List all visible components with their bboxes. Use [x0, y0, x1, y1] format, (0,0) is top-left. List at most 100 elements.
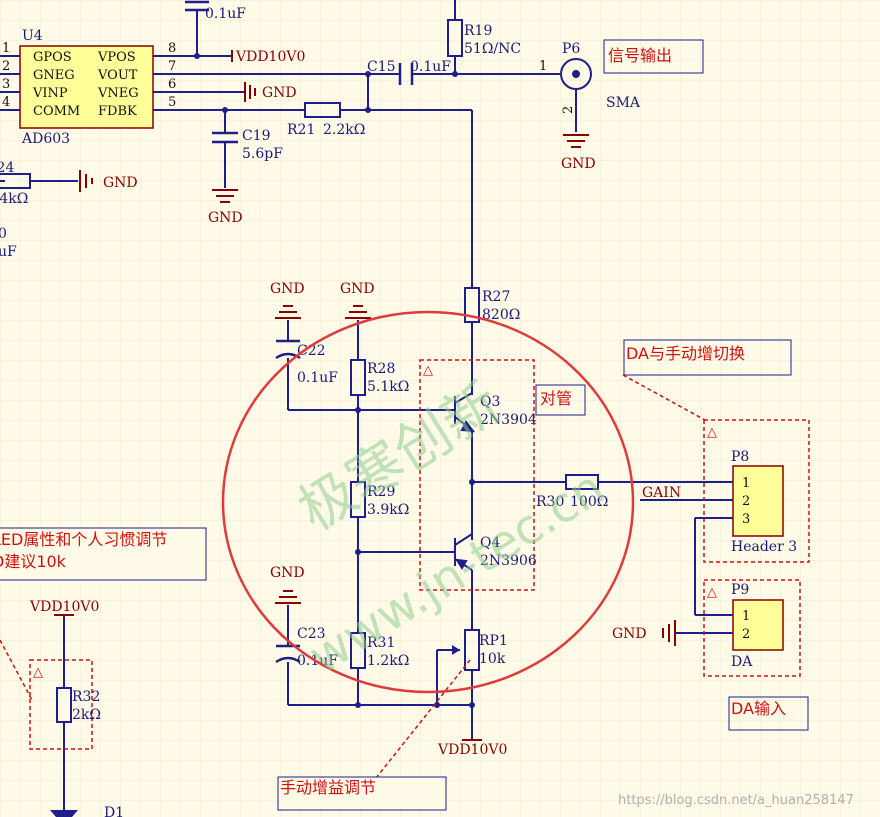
gnd-label-p6: GND	[561, 156, 596, 172]
q4-transistor[interactable]: Q4 2N3906	[454, 533, 537, 571]
r32-ref: R32	[72, 689, 100, 705]
q4-ref: Q4	[480, 535, 500, 551]
vdd-port-r32: VDD10V0	[29, 599, 99, 616]
u4-vout: VOUT	[97, 68, 138, 83]
r24-resistor[interactable]: R24 2.4kΩ	[0, 160, 31, 207]
p8-ref: P8	[731, 449, 749, 465]
r19-resistor[interactable]: R19 51Ω/NC	[447, 19, 521, 57]
note-led-line1: LED属性和个人习惯调节	[0, 530, 167, 549]
c22-ref: C22	[297, 343, 326, 359]
r28-resistor[interactable]: R28 5.1kΩ	[350, 359, 409, 396]
vdd-label-rp1: VDD10V0	[437, 742, 507, 758]
r32-value: 2kΩ	[72, 707, 101, 723]
note-signal-out: 信号输出	[603, 39, 704, 74]
c19-value: 5.6pF	[242, 146, 283, 162]
q3-part: 2N3904	[480, 412, 537, 428]
gnd-port-p6: GND	[561, 134, 596, 172]
r32-resistor[interactable]: △ R32 2kΩ	[29, 659, 101, 750]
top-capacitor[interactable]: 0.1uF	[185, 0, 246, 22]
gain-net-label: GAIN	[642, 485, 681, 501]
r27-ref: R27	[482, 289, 510, 305]
c15-capacitor[interactable]: C15 0.1uF	[367, 59, 451, 85]
gnd-label-u4: GND	[262, 85, 297, 101]
u4-pin-4: 4	[2, 95, 10, 110]
vdd-label-u4: VDD10V0	[235, 49, 305, 65]
source-credit: https://blog.csdn.net/a_huan258147	[618, 793, 854, 808]
vdd-label-r32: VDD10V0	[29, 599, 99, 615]
note-pair-text: 对管	[540, 389, 572, 408]
u4-vpos: VPOS	[97, 50, 136, 65]
q4-part: 2N3906	[480, 553, 537, 569]
u4-part: AD603	[21, 131, 70, 147]
d1-diode-partial[interactable]: D1	[50, 805, 124, 817]
junction-dots	[194, 53, 475, 708]
u4-chip[interactable]: U4 AD603 1 2 3 4 GPOS GNEG VINP COMM VPO…	[2, 28, 176, 147]
p8-header[interactable]: △ P8 1 2 3 Header 3	[703, 419, 810, 563]
r21-resistor[interactable]: R21 2.2kΩ	[287, 102, 365, 138]
p9-header[interactable]: △ P9 1 2 DA	[703, 579, 801, 677]
c19-capacitor[interactable]: C19 5.6pF	[212, 128, 283, 162]
p8-pin3: 3	[742, 512, 750, 527]
u4-pin-7: 7	[168, 59, 176, 74]
gnd-label-c23: GND	[270, 565, 305, 581]
gnd-label-c22: GND	[270, 281, 305, 297]
p8-type: Header 3	[731, 539, 797, 555]
u4-comm: COMM	[33, 104, 80, 119]
p8-warning-icon: △	[707, 425, 717, 440]
gnd-port-p9: GND	[612, 620, 676, 646]
gnd-label-r28: GND	[340, 281, 375, 297]
note-signal-out-text: 信号输出	[608, 46, 672, 65]
gnd-port-c23: GND	[270, 565, 305, 604]
top-cap-value: 0.1uF	[205, 6, 246, 22]
pair-warning-icon: △	[423, 363, 433, 378]
c22-capacitor[interactable]: C22 0.1uF	[275, 339, 338, 386]
r29-value: 3.9kΩ	[367, 502, 409, 518]
r19-value: 51Ω/NC	[464, 41, 521, 57]
wires	[0, 0, 733, 810]
p6-pin1: 1	[539, 59, 547, 74]
r27-resistor[interactable]: R27 820Ω	[464, 287, 520, 323]
d1-ref: D1	[104, 805, 124, 817]
u4-pin-2: 2	[2, 59, 10, 74]
r28-ref: R28	[367, 361, 395, 377]
watermark-circle	[221, 310, 635, 694]
r31-ref: R31	[367, 635, 395, 651]
r29-resistor[interactable]: R29 3.9kΩ	[350, 481, 409, 518]
c15-ref: C15	[367, 59, 396, 75]
q3-transistor[interactable]: Q3 2N3904	[454, 392, 537, 433]
gnd-port-r28: GND	[340, 281, 375, 319]
r30-resistor[interactable]: R30 100Ω	[536, 474, 608, 510]
u4-vinp: VINP	[32, 86, 68, 101]
p6-sma-connector[interactable]: P6 1 2 SMA	[539, 41, 641, 132]
r30-ref: R30	[536, 494, 564, 510]
p9-pin1: 1	[742, 609, 750, 624]
c23-ref: C23	[297, 626, 326, 642]
p9-pin2: 2	[742, 627, 750, 642]
r21-ref: R21	[287, 122, 315, 138]
q3-ref: Q3	[480, 394, 500, 410]
r29-ref: R29	[367, 484, 395, 500]
p8-pin1: 1	[742, 476, 750, 491]
note-manual-gain-text: 手动增益调节	[280, 778, 376, 797]
gnd-port-r24: GND	[79, 170, 138, 192]
r31-resistor[interactable]: R31 1.2kΩ	[350, 632, 409, 669]
gnd-label-c19: GND	[208, 210, 243, 226]
rp1-potentiometer[interactable]: RP1 10k	[452, 629, 508, 671]
r21-value: 2.2kΩ	[323, 122, 365, 138]
u4-gpos: GPOS	[33, 50, 72, 65]
u4-pin-1: 1	[2, 41, 10, 56]
u4-pin-8: 8	[168, 41, 176, 56]
gnd-label-r24: GND	[103, 175, 138, 191]
r19-ref: R19	[464, 23, 492, 39]
p6-pin2: 2	[561, 106, 576, 114]
vdd-port-u4: VDD10V0	[231, 49, 305, 65]
pair-dashed-box: △	[419, 359, 535, 591]
r24-value: 2.4kΩ	[0, 191, 28, 207]
p8-pin2: 2	[742, 494, 750, 509]
u4-gneg: GNEG	[33, 68, 75, 83]
note-da-input: DA输入	[728, 696, 809, 731]
gnd-port-u4: GND	[244, 82, 297, 102]
gnd-label-p9: GND	[612, 626, 647, 642]
